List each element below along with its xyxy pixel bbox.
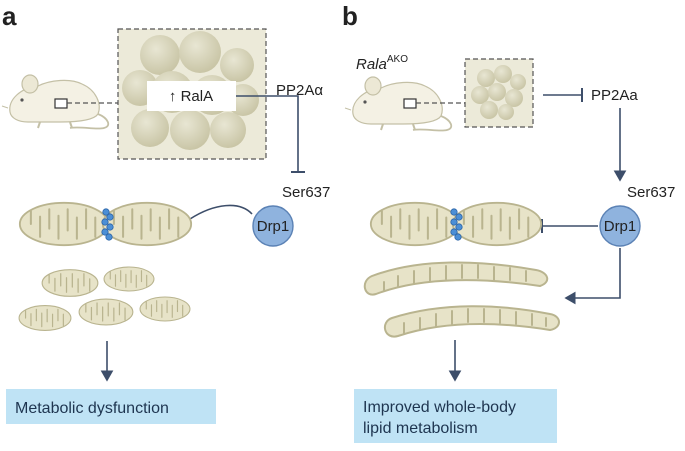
fat-pad-marker-a [54, 98, 68, 109]
mitochondrion-right-a [101, 201, 193, 247]
pp2a-label-a: PP2Aα [276, 82, 323, 99]
panel-b-label: b [342, 1, 358, 31]
rala-box [147, 81, 236, 111]
drp1-circle-b [599, 205, 641, 247]
adipocyte-cluster-b [464, 58, 534, 128]
rala-superscript: AKO [387, 54, 408, 65]
outcome-label-b-line1: Improved whole-body [363, 399, 516, 416]
drp1-circle-a [252, 205, 294, 247]
drp1-ring-a [101, 208, 114, 241]
outcome-label-a: Metabolic dysfunction [15, 400, 169, 417]
mouse-b-icon [344, 76, 453, 132]
arrow-drp1-elongated-b [564, 248, 621, 305]
rala-pp2a-link-a [236, 95, 299, 172]
mitochondrion-right-b [451, 201, 543, 247]
drp1-label-a: Drp1 [257, 218, 290, 235]
fragmented-mitochondria-a [18, 266, 191, 332]
rala-ako-label: RalaAKO [356, 54, 408, 73]
mitochondrion-left-a [18, 201, 110, 247]
outcome-box-b [354, 389, 557, 443]
fat-pad-marker-b [403, 98, 417, 109]
elongated-mitochondria-b [363, 261, 560, 338]
drp1-label-b: Drp1 [604, 218, 637, 235]
ser637-label-a: Ser637 [282, 184, 330, 201]
mitochondrion-left-b [369, 201, 461, 247]
rala-italic: Rala [356, 56, 387, 73]
panel-a-label: a [2, 1, 17, 31]
ser637-label-b: Ser637 [627, 184, 675, 201]
outcome-label-b-line2: lipid metabolism [363, 420, 478, 437]
rala-box-label: ↑ RalA [169, 88, 213, 105]
drp1-ring-b [450, 208, 463, 241]
pp2a-label-b: PP2Aa [591, 87, 638, 104]
drp1-mito-link-a [189, 204, 253, 220]
outcome-box-a [6, 389, 216, 424]
